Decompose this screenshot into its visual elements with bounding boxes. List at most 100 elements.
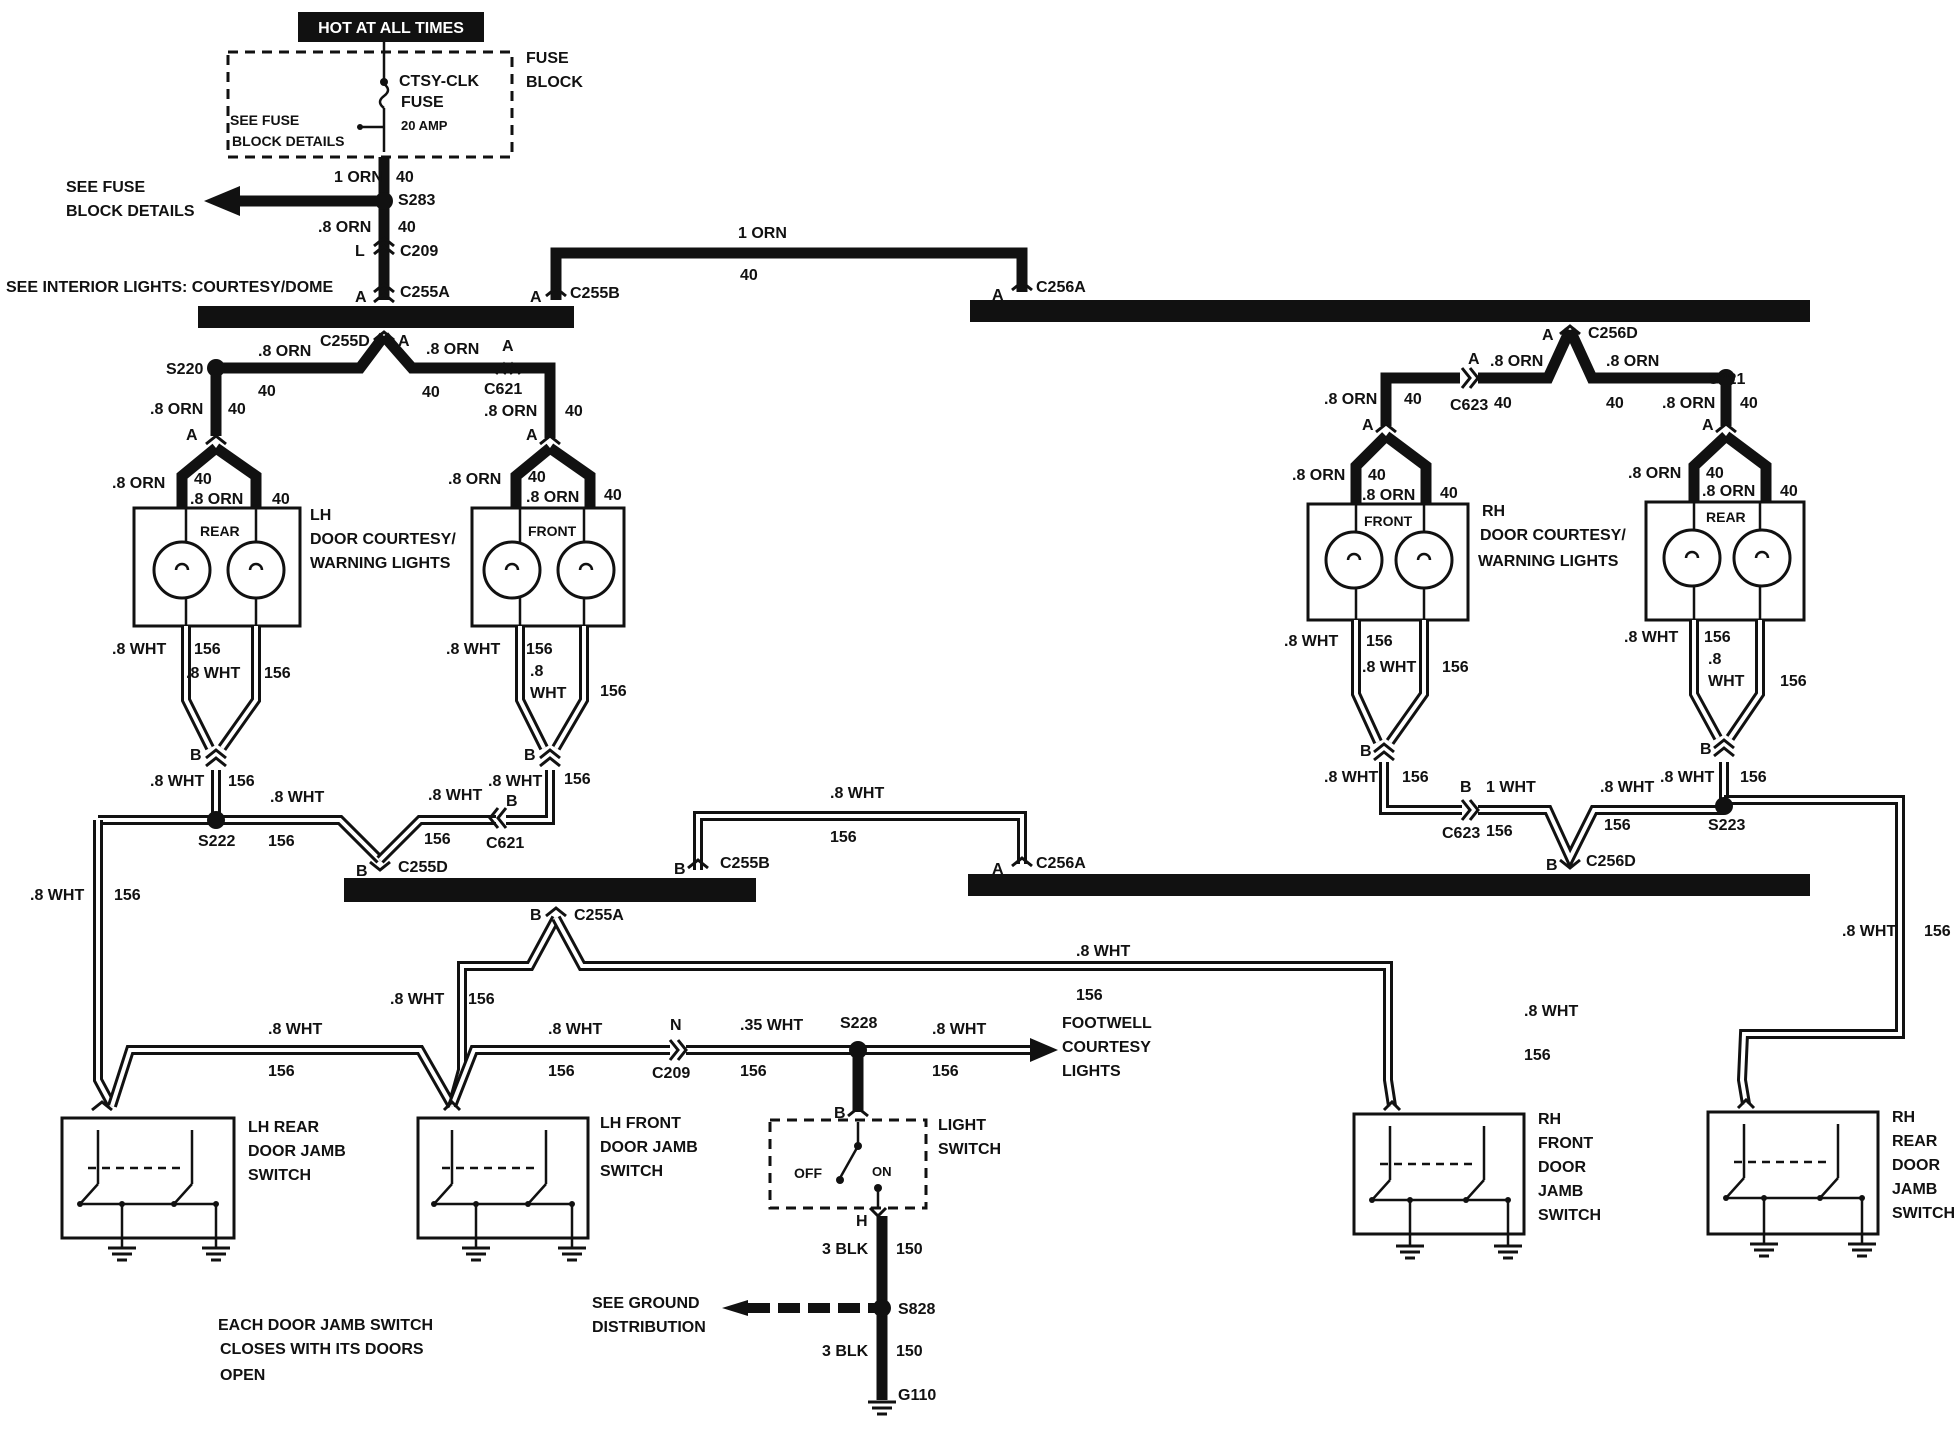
diagram-label: RH [1538,1111,1561,1128]
diagram-label: 156 [1402,769,1429,786]
diagram-label: C623 [1450,397,1488,414]
diagram-label: .8 ORN [1490,353,1543,370]
diagram-label: 156 [268,833,295,850]
rh-front-door-jamb-switch [1352,1112,1526,1246]
diagram-label: C256D [1586,853,1636,870]
diagram-label: .8 WHT [428,787,482,804]
diagram-label: .8 WHT [390,991,444,1008]
diagram-label: C256A [1036,855,1086,872]
bus-c256-lower [968,874,1810,896]
diagram-label: N [670,1017,682,1034]
bulb-icon [152,540,212,600]
diagram-label: C209 [400,243,438,260]
diagram-label: WARNING LIGHTS [1478,553,1619,570]
fuse-block-title: FUSE [526,50,569,67]
diagram-label: DOOR COURTESY/ [310,531,456,548]
diagram-label: 40 [1404,391,1422,408]
note-text: EACH DOOR JAMB SWITCH [218,1317,433,1334]
diagram-label: S222 [198,833,235,850]
diagram-label: A [1702,417,1714,434]
diagram-label: 156 [830,829,857,846]
bus-c255-upper [198,306,574,328]
diagram-label: 156 [600,683,627,700]
diagram-label: .8 ORN [1362,487,1415,504]
see-ground-arrow [722,1300,882,1316]
diagram-label: C255A [400,284,450,301]
lh-rear-lamp-assembly: REAR [132,506,302,628]
bulb-icon [556,540,616,600]
diagram-label: .8 WHT [30,887,84,904]
diagram-label: 156 [526,641,553,658]
diagram-label: 156 [1076,987,1103,1004]
diagram-label: C255B [720,855,770,872]
diagram-label: A [992,287,1004,304]
bulb-icon [482,540,542,600]
diagram-label: .8 ORN [1606,353,1659,370]
diagram-label: ON [872,1164,892,1179]
diagram-label: DOOR [1538,1159,1586,1176]
diagram-label: HOT AT ALL TIMES [318,20,464,37]
fuse-name: CTSY-CLK [399,73,479,90]
diagram-label: 1 WHT [1486,779,1536,796]
diagram-label: BLOCK [526,74,583,91]
diagram-label: 40 [194,471,212,488]
diagram-label: A [526,427,538,444]
diagram-label: C255D [398,859,448,876]
diagram-label: LH FRONT [600,1115,681,1132]
bulb-icon [1324,530,1384,590]
diagram-label: .8 ORN [1702,483,1755,500]
diagram-label: 156 [1486,823,1513,840]
diagram-label: 150 [896,1241,923,1258]
diagram-label: SEE FUSE [66,179,145,196]
diagram-label: .8 WHT [150,773,204,790]
diagram-label: 156 [1442,659,1469,676]
bulb-icon [1732,528,1792,588]
diagram-label: 156 [424,831,451,848]
diagram-label: 156 [1524,1047,1551,1064]
diagram-label: 156 [114,887,141,904]
diagram-label: .8 ORN [1628,465,1681,482]
diagram-label: 1 ORN [738,225,787,242]
diagram-label: S228 [840,1015,877,1032]
diagram-label: 156 [1366,633,1393,650]
diagram-label: A [530,289,542,306]
diagram-label: RH [1892,1109,1915,1126]
diagram-label: 20 AMP [401,118,448,133]
diagram-label: A [1542,327,1554,344]
diagram-label: 40 [398,219,416,236]
diagram-label: DOOR JAMB [600,1139,698,1156]
diagram-label: CLOSES WITH ITS DOORS [220,1341,424,1358]
diagram-label: L [355,243,365,260]
diagram-label: 40 [565,403,583,420]
diagram-label: .8 WHT [548,1021,602,1038]
diagram-label: FUSE [401,94,444,111]
diagram-label: 156 [1924,923,1951,940]
diagram-label: .8 WHT [830,785,884,802]
diagram-label: 40 [422,384,440,401]
diagram-label: S220 [166,361,203,378]
diagram-label: LH REAR [248,1119,320,1136]
diagram-label: B [190,747,202,764]
diagram-label: A [992,861,1004,878]
diagram-label: C256A [1036,279,1086,296]
arrow-left-icon [204,186,384,216]
diagram-label: .8 WHT [1842,923,1896,940]
diagram-label: B [356,863,368,880]
diagram-label: 40 [1706,465,1724,482]
arrow-right-icon [1030,1038,1058,1062]
diagram-label: .8 ORN [1324,391,1377,408]
diagram-label: .8 ORN [318,219,371,236]
diagram-label: 156 [194,641,221,658]
diagram-label: FRONT [1364,513,1413,529]
diagram-label: SWITCH [248,1167,311,1184]
diagram-label: B [530,907,542,924]
diagram-label: SWITCH [938,1141,1001,1158]
diagram-label: .8 WHT [1362,659,1416,676]
diagram-label: REAR [200,523,240,539]
diagram-label: .8 WHT [488,773,542,790]
fuse-block: CTSY-CLK FUSE 20 AMP SEE FUSE BLOCK DETA… [226,42,583,159]
diagram-label: WHT [530,685,567,702]
diagram-label: A [355,289,367,306]
diagram-label: B [1360,743,1372,760]
